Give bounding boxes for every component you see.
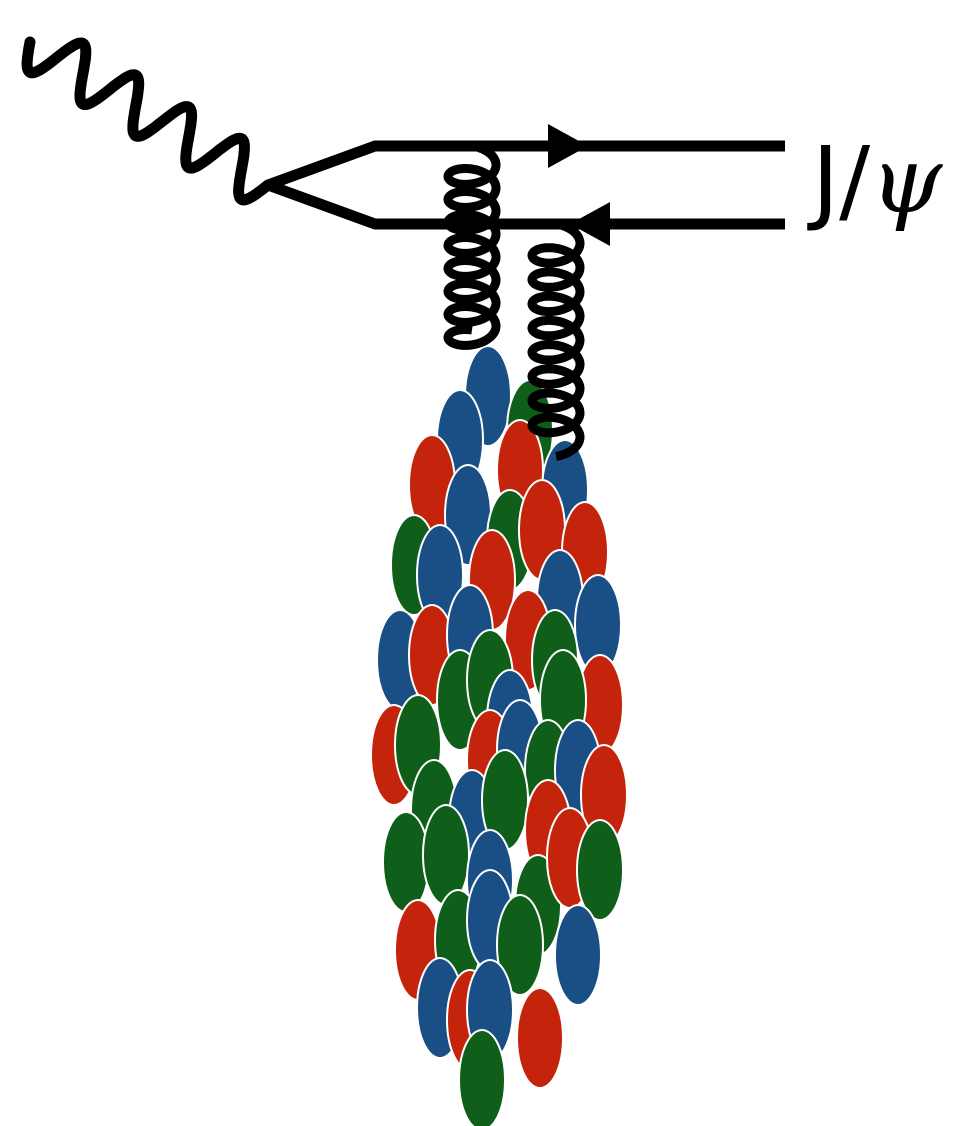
gluon-line-right [527, 219, 585, 461]
jpsi-label: J/ψ [807, 127, 943, 234]
jpsi-label-symbol: ψ [870, 127, 943, 234]
quark-arrow [548, 124, 588, 168]
nucleon-46 [554, 904, 602, 1006]
photon-line [21, 36, 274, 206]
nucleus [370, 345, 628, 1126]
quark-line-upper [266, 140, 785, 191]
antiquark-arrow [570, 202, 610, 246]
nucleon-51 [458, 1029, 506, 1126]
nucleon-36 [382, 811, 430, 913]
nucleon-41 [576, 819, 624, 921]
jpsi-label-prefix: J/ [807, 127, 870, 234]
nucleon-50 [516, 987, 564, 1089]
nucleon-45 [496, 894, 544, 996]
gluon-line-left [443, 141, 501, 350]
antiquark-line-lower [266, 179, 785, 230]
